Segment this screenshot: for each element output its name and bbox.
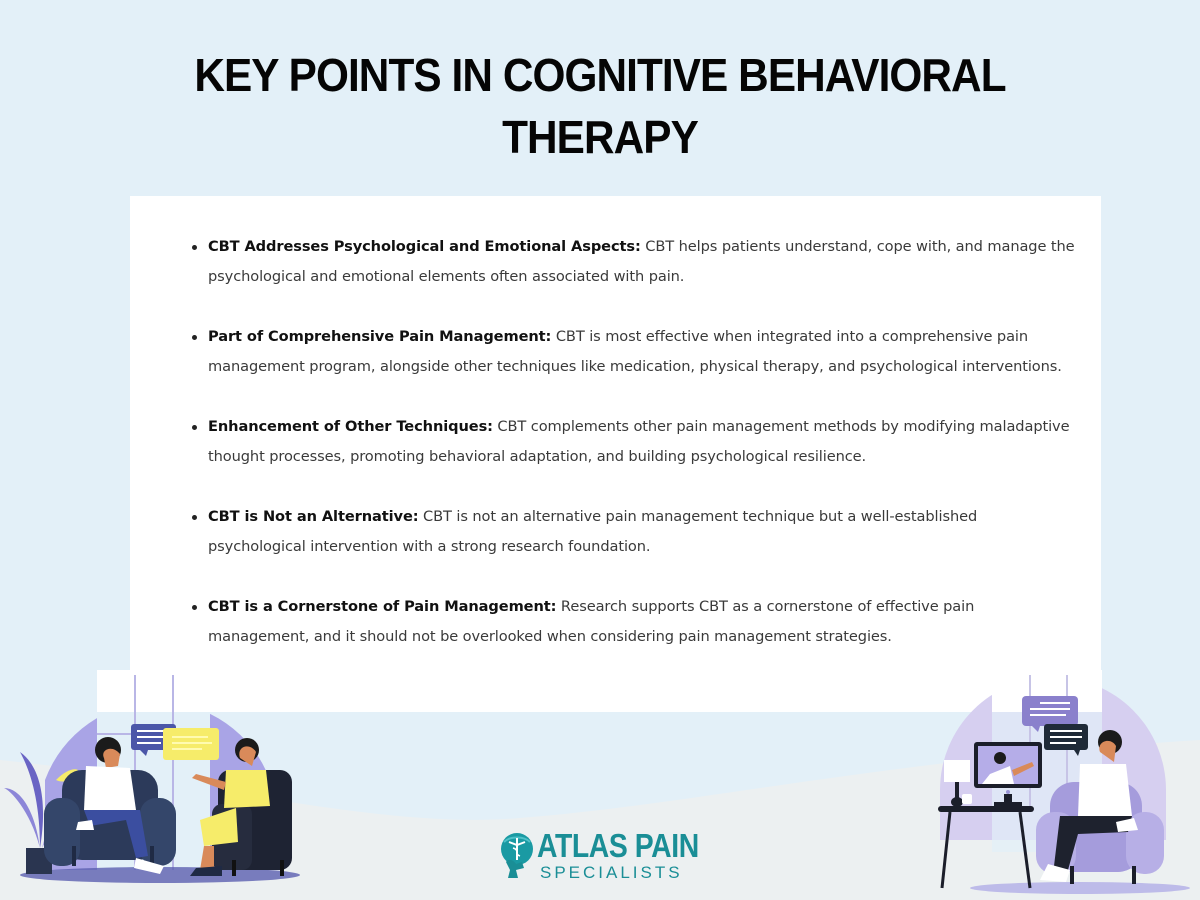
key-point-heading: Enhancement of Other Techniques: [208,418,493,435]
key-point-text: CBT is not an alternative pain managemen… [208,508,978,555]
patient-figure [76,737,164,874]
logo-wordmark: ATLAS PAIN [537,827,699,864]
key-point-item: CBT Addresses Psychological and Emotiona… [192,232,1078,292]
key-points-card: CBT Addresses Psychological and Emotiona… [130,196,1101,712]
lamp-icon [944,760,970,807]
monitor-icon [974,742,1042,806]
bullet-icon [192,335,197,340]
key-point-text: Research supports CBT as a cornerstone o… [208,598,975,645]
bullet-icon [192,245,197,250]
logo-tagline: SPECIALISTS [540,863,683,882]
key-point-item: CBT is a Cornerstone of Pain Management:… [192,592,1078,652]
key-point-text: CBT is most effective when integrated in… [208,328,1062,375]
atlas-caduceus-icon [501,833,533,878]
desk-icon [938,806,1034,889]
therapist-figure [190,738,270,876]
patient-figure [1040,730,1138,882]
key-point-item: Part of Comprehensive Pain Management: C… [192,322,1078,382]
speech-bubble-icon [1044,724,1088,756]
speech-bubble-icon [1022,696,1078,732]
key-point-text: CBT complements other pain management me… [208,418,1070,465]
key-points-list: CBT Addresses Psychological and Emotiona… [192,232,1078,682]
bottom-wave-background [0,740,1200,900]
speech-bubble-icon [163,728,219,760]
key-point-heading: CBT Addresses Psychological and Emotiona… [208,238,641,255]
atlas-pain-specialists-logo: ATLAS PAIN SPECIALISTS [500,827,700,884]
bullet-icon [192,425,197,430]
title-line-2: THERAPY [502,111,699,163]
key-point-heading: Part of Comprehensive Pain Management: [208,328,552,345]
key-point-heading: CBT is Not an Alternative: [208,508,419,525]
key-point-item: CBT is Not an Alternative: CBT is not an… [192,502,1078,562]
online-therapy-illustration [938,670,1190,894]
key-point-item: Enhancement of Other Techniques: CBT com… [192,412,1078,472]
bullet-icon [192,605,197,610]
bullet-icon [192,515,197,520]
title-line-1: KEY POINTS IN COGNITIVE BEHAVIORAL [194,49,1006,101]
key-point-heading: CBT is a Cornerstone of Pain Management: [208,598,557,615]
key-point-text: CBT helps patients understand, cope with… [208,238,1075,285]
cup-icon [962,794,972,804]
page-title: KEY POINTS IN COGNITIVE BEHAVIORAL THERA… [48,44,1152,168]
in-person-therapy-illustration [4,670,300,883]
